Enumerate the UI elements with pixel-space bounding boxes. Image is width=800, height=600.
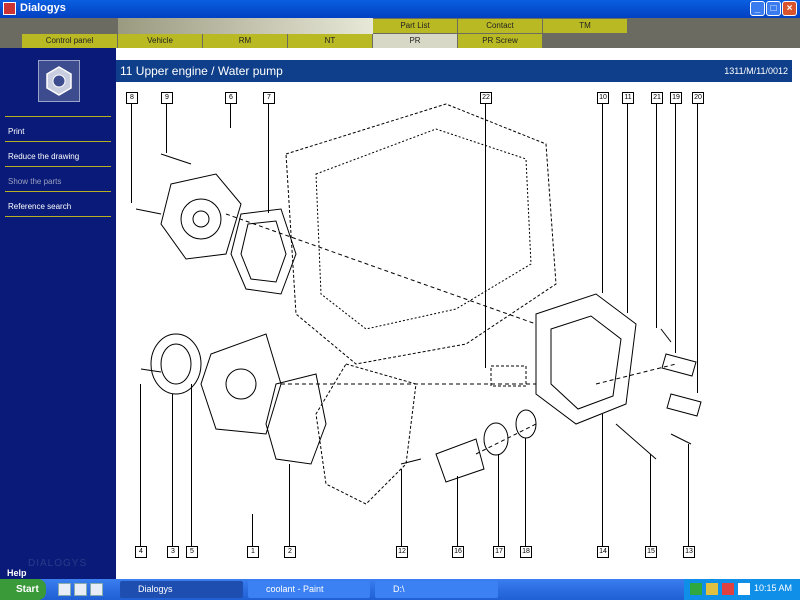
callout-label: 15 bbox=[645, 546, 657, 558]
leader-line bbox=[401, 469, 402, 546]
explorer-quicklaunch-icon[interactable] bbox=[74, 583, 87, 596]
task-paint[interactable]: coolant - Paint bbox=[248, 581, 370, 598]
window-title: Dialogys bbox=[20, 2, 66, 14]
leader-line bbox=[191, 384, 192, 546]
callout-label: 12 bbox=[396, 546, 408, 558]
maximize-button[interactable]: □ bbox=[766, 1, 781, 16]
leader-line bbox=[675, 103, 676, 353]
clock: 10:15 AM bbox=[753, 583, 792, 593]
callout-label: 20 bbox=[692, 92, 704, 104]
start-button[interactable]: Start bbox=[0, 579, 46, 600]
sidebar-divider bbox=[5, 141, 111, 142]
media-quicklaunch-icon[interactable] bbox=[90, 583, 103, 596]
app-icon bbox=[3, 2, 16, 15]
leader-line bbox=[697, 103, 698, 393]
callout-label: 18 bbox=[520, 546, 532, 558]
sidebar-item-reference-search[interactable]: Reference search bbox=[8, 202, 72, 211]
callout-label: 17 bbox=[493, 546, 505, 558]
task-explorer[interactable]: D:\ bbox=[375, 581, 498, 598]
callout-label: 11 bbox=[622, 92, 634, 104]
callout-label: 8 bbox=[126, 92, 138, 104]
dialogys-watermark: DIALOGYS bbox=[28, 558, 88, 569]
leader-line bbox=[457, 476, 458, 546]
callout-label: 2 bbox=[284, 546, 296, 558]
callout-label: 6 bbox=[225, 92, 237, 104]
callout-label: 7 bbox=[263, 92, 275, 104]
leader-line bbox=[252, 514, 253, 546]
callout-label: 22 bbox=[480, 92, 492, 104]
leader-line bbox=[602, 103, 603, 293]
tray-icon[interactable] bbox=[738, 583, 750, 595]
leader-line bbox=[627, 103, 628, 313]
task-dialogys[interactable]: Dialogys bbox=[120, 581, 243, 598]
callout-label: 13 bbox=[683, 546, 695, 558]
top-toolbar: Part List Contact TM Control panel Vehic… bbox=[0, 18, 800, 48]
tab-rm[interactable]: RM bbox=[203, 34, 288, 48]
callout-label: 4 bbox=[135, 546, 147, 558]
tab-vehicle[interactable]: Vehicle bbox=[118, 34, 203, 48]
minimize-button[interactable]: _ bbox=[750, 1, 765, 16]
sidebar-item-show-parts: Show the parts bbox=[8, 177, 62, 186]
window-titlebar[interactable]: Dialogys _ □ × bbox=[0, 0, 800, 18]
leader-line bbox=[498, 454, 499, 546]
tab-nt[interactable]: NT bbox=[288, 34, 373, 48]
tab-control-panel[interactable]: Control panel bbox=[22, 34, 118, 48]
leader-line bbox=[525, 438, 526, 546]
callout-label: 16 bbox=[452, 546, 464, 558]
callout-label: 1 bbox=[247, 546, 259, 558]
speaker-icon[interactable] bbox=[706, 583, 718, 595]
tab-pr-screw[interactable]: PR Screw bbox=[458, 34, 543, 48]
sidebar-item-reduce-drawing[interactable]: Reduce the drawing bbox=[8, 152, 80, 161]
system-tray: 10:15 AM bbox=[684, 579, 800, 600]
tab-contact[interactable]: Contact bbox=[458, 19, 543, 33]
nut-logo-icon bbox=[38, 60, 80, 102]
leader-line bbox=[172, 394, 173, 546]
exploded-parts-drawing[interactable]: 8 9 6 7 22 10 11 21 19 20 4 3 5 1 2 12 1… bbox=[116, 84, 792, 579]
ie-quicklaunch-icon[interactable] bbox=[58, 583, 71, 596]
tab-tm[interactable]: TM bbox=[543, 19, 628, 33]
tray-icon[interactable] bbox=[690, 583, 702, 595]
help-link[interactable]: Help bbox=[7, 568, 27, 578]
engine-diagram bbox=[135, 103, 702, 505]
page-header: 11 Upper engine / Water pump 1311/M/11/0… bbox=[116, 60, 792, 82]
taskbar: Start Dialogys coolant - Paint D:\ 10:15… bbox=[0, 579, 800, 600]
tab-part-list[interactable]: Part List bbox=[373, 19, 458, 33]
callout-label: 14 bbox=[597, 546, 609, 558]
callout-label: 21 bbox=[651, 92, 663, 104]
sidebar-divider bbox=[5, 191, 111, 192]
leader-line bbox=[688, 444, 689, 546]
leader-line bbox=[131, 103, 132, 203]
leader-line bbox=[289, 464, 290, 546]
leader-line bbox=[166, 103, 167, 153]
callout-label: 3 bbox=[167, 546, 179, 558]
leader-line bbox=[650, 454, 651, 546]
callout-label: 9 bbox=[161, 92, 173, 104]
callout-label: 19 bbox=[670, 92, 682, 104]
close-button[interactable]: × bbox=[782, 1, 797, 16]
tab-pr[interactable]: PR bbox=[373, 34, 458, 48]
sidebar-divider bbox=[5, 216, 111, 217]
leader-line bbox=[485, 103, 486, 368]
sidebar: Print Reduce the drawing Show the parts … bbox=[0, 48, 116, 579]
sidebar-divider bbox=[5, 166, 111, 167]
leader-line bbox=[268, 103, 269, 213]
callout-label: 5 bbox=[186, 546, 198, 558]
sidebar-item-print[interactable]: Print bbox=[8, 127, 25, 136]
reference-code: 1311/M/11/0012 bbox=[724, 66, 788, 76]
leader-line bbox=[140, 384, 141, 546]
sidebar-divider bbox=[5, 116, 111, 117]
page-title: 11 Upper engine / Water pump bbox=[120, 64, 283, 78]
leader-line bbox=[602, 414, 603, 546]
tray-icon[interactable] bbox=[722, 583, 734, 595]
callout-label: 10 bbox=[597, 92, 609, 104]
header-strip bbox=[118, 18, 373, 34]
leader-line bbox=[230, 103, 231, 128]
leader-line bbox=[656, 103, 657, 328]
